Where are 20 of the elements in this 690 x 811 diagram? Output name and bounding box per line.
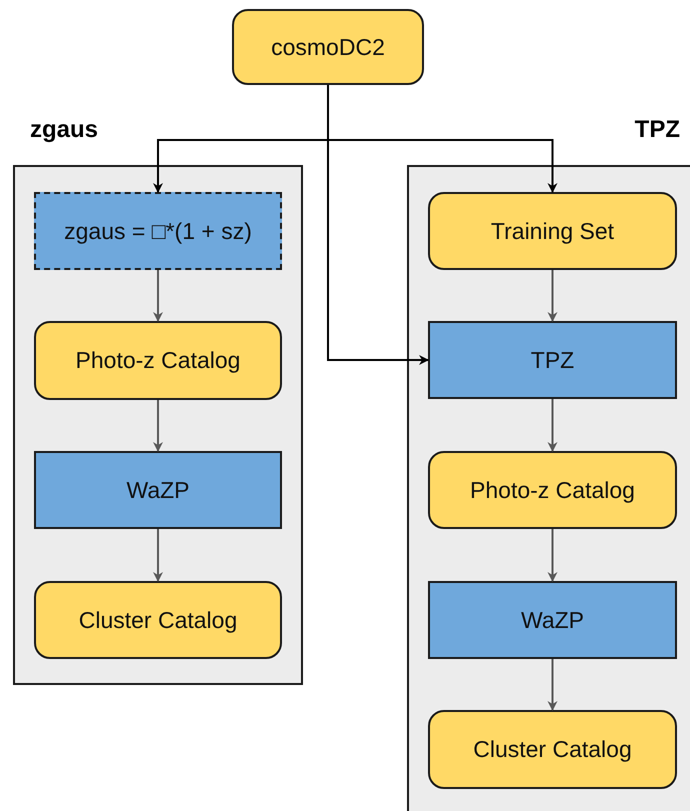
arrow [548,529,558,582]
arrow [327,85,429,365]
process-box: zgaus = □*(1 + sz) [34,192,282,270]
arrow [548,659,558,711]
arrow [548,399,558,452]
arrow [153,529,163,582]
panel-heading: TPZ [634,115,680,145]
process-box: WaZP [428,581,677,659]
arrow [153,400,163,452]
process-box: WaZP [34,451,282,529]
data-box: Cluster Catalog [428,710,677,789]
data-box: Training Set [428,192,677,270]
panel-heading: zgaus [30,115,98,145]
data-box: cosmoDC2 [232,9,424,85]
data-box: Photo-z Catalog [428,451,677,529]
data-box: Cluster Catalog [34,581,282,659]
arrow [153,270,163,322]
data-box: Photo-z Catalog [34,321,282,400]
arrow [548,270,558,322]
process-box: TPZ [428,321,677,399]
